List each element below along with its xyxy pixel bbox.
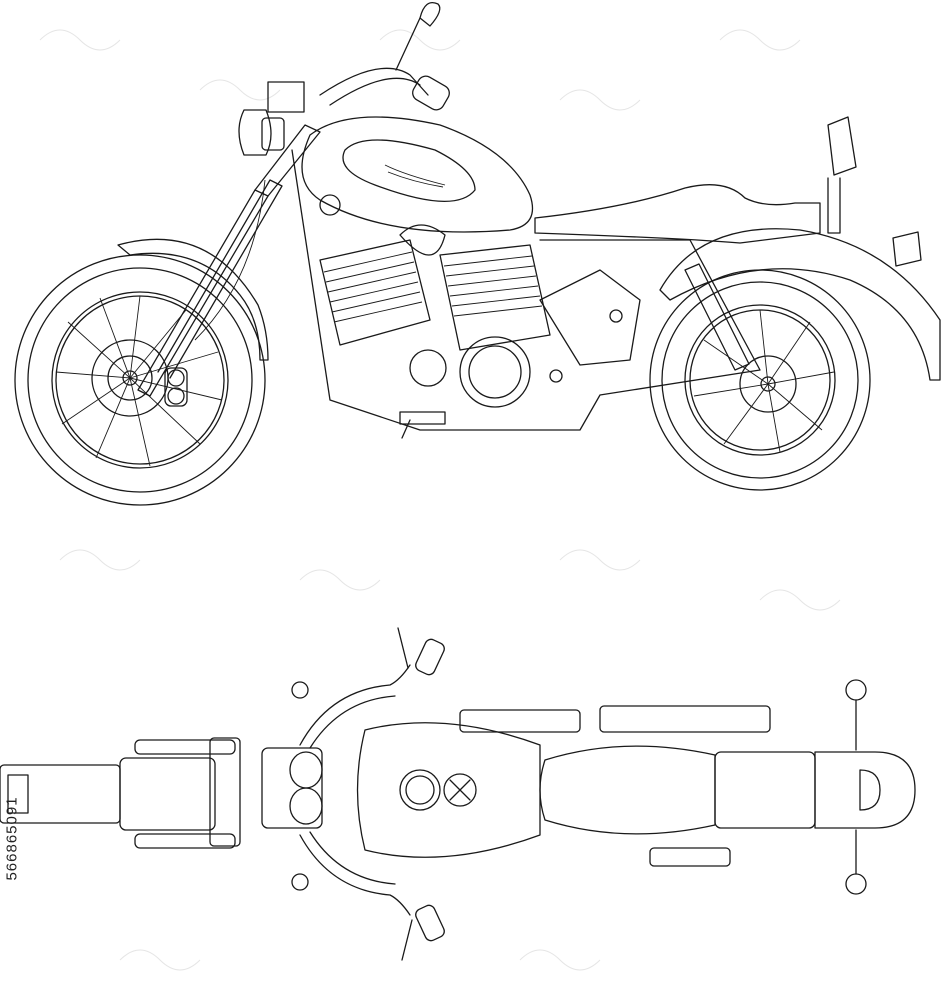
frame: [291, 149, 761, 431]
front-fork: [137, 124, 321, 397]
rear-fender-top: [714, 751, 916, 829]
image-id-label: 566865091: [3, 796, 21, 881]
watermark-pattern: [39, 29, 841, 971]
rear-wheel: [649, 269, 871, 491]
fuel-tank-top: [356, 722, 541, 858]
handlebar-top: [299, 627, 445, 961]
fuel-tank: [301, 116, 534, 233]
sissy-bar: [827, 116, 857, 234]
seat: [534, 184, 821, 244]
rear-shock: [684, 263, 750, 371]
handlebar: [319, 1, 450, 111]
headlight: [238, 81, 305, 156]
seat-top: [539, 745, 716, 835]
tail-light: [892, 231, 922, 267]
top-view: [0, 627, 916, 961]
front-wheel: [14, 254, 266, 506]
rear-fender: [659, 228, 941, 381]
foot-peg: [399, 411, 446, 439]
engine: [319, 224, 641, 408]
headlights-top: [261, 747, 323, 829]
side-view: [14, 1, 941, 506]
front-fender: [117, 238, 269, 361]
